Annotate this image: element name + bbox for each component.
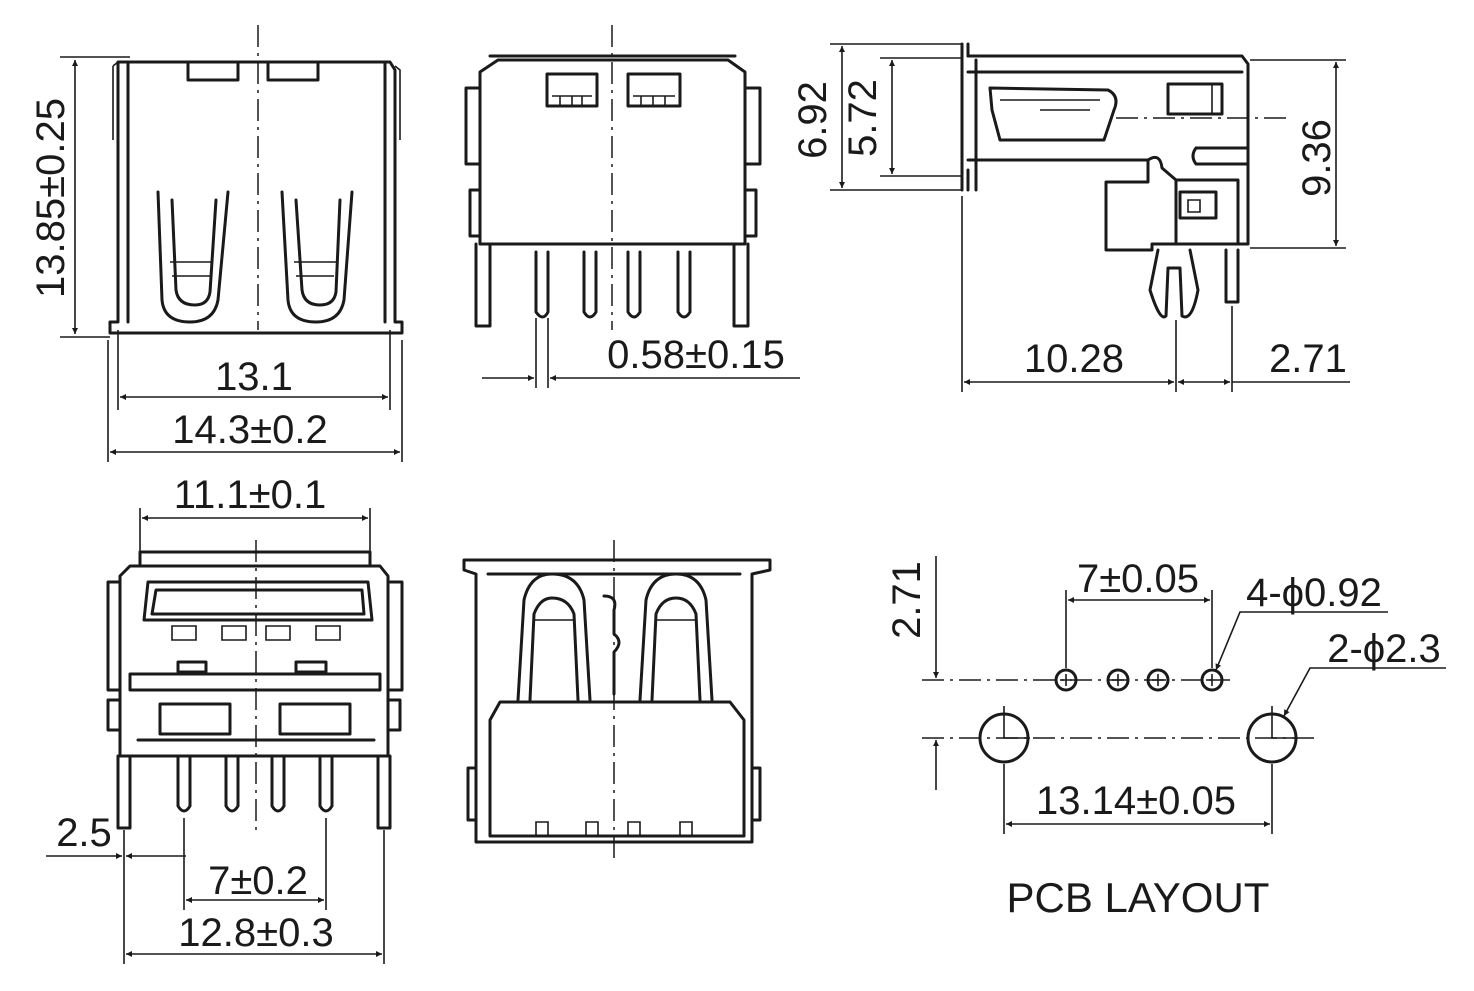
- pcb-large-holes-label: 2-ϕ2.3: [1327, 627, 1441, 671]
- rear-view: 11.1±0.1 2.5 7±0.2 12.8±0.3: [46, 473, 404, 964]
- small-hole: [1146, 668, 1170, 692]
- opening-view: [462, 540, 772, 862]
- front-height-label: 13.85±0.25: [29, 98, 73, 298]
- pcb-layout: 2.71 7±0.05 4-ϕ0.92 2-ϕ2.3 13.14±0.05 PC…: [885, 556, 1446, 921]
- pcb-layout-title: PCB LAYOUT: [1007, 874, 1270, 921]
- side-view: 6.92 5.72 9.36 10.28 2.71: [791, 42, 1350, 392]
- small-hole: [1106, 668, 1130, 692]
- front-outer-width-label: 14.3±0.2: [172, 408, 327, 452]
- pcb-pitch-label: 7±0.05: [1077, 557, 1199, 601]
- pcb-row-offset-label: 2.71: [885, 561, 929, 639]
- side-dim-c-label: 9.36: [1295, 119, 1339, 197]
- rear-offset-label: 2.5: [56, 811, 112, 855]
- bottom-view: 0.58±0.15: [464, 25, 800, 388]
- small-hole: [1054, 668, 1078, 692]
- small-hole: [1200, 668, 1224, 692]
- side-dim-a-label: 6.92: [791, 81, 835, 159]
- pin-width-label: 0.58±0.15: [607, 333, 785, 377]
- front-inner-width-label: 13.1: [215, 355, 293, 399]
- rear-pin-pitch-label: 7±0.2: [208, 859, 308, 903]
- rear-leg-span-label: 12.8±0.3: [178, 911, 333, 955]
- side-pin-offset-label: 2.71: [1269, 337, 1347, 381]
- pcb-mount-span-label: 13.14±0.05: [1036, 779, 1236, 823]
- front-view: 13.85±0.25 13.1 14.3±0.2: [29, 25, 404, 462]
- pcb-small-holes-label: 4-ϕ0.92: [1246, 571, 1382, 615]
- rear-top-width-label: 11.1±0.1: [174, 473, 326, 517]
- side-dim-b-label: 5.72: [841, 79, 885, 157]
- side-length-label: 10.28: [1024, 337, 1124, 381]
